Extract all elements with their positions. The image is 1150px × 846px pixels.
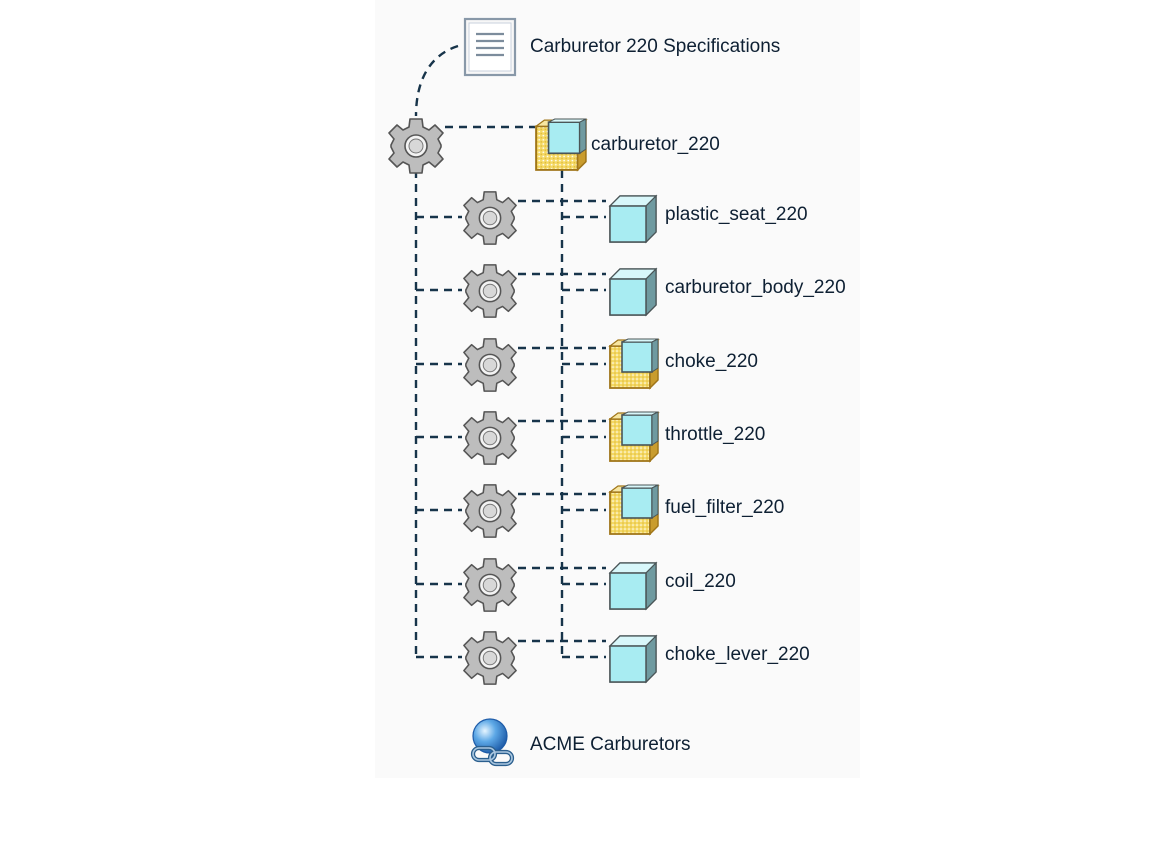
- gear-icon: [463, 191, 517, 245]
- connector-lines: [414, 44, 564, 658]
- component-label[interactable]: plastic_seat_220: [665, 204, 808, 225]
- gear-icon: [463, 264, 517, 318]
- part-icon: [609, 268, 657, 316]
- root-assembly-label[interactable]: carburetor_220: [591, 134, 720, 155]
- assembly-icon: [609, 411, 659, 462]
- part-icon: [609, 195, 657, 243]
- gear-icon: [463, 411, 517, 465]
- component-label[interactable]: throttle_220: [665, 424, 766, 445]
- gear-icon: [463, 631, 517, 685]
- supplier-label[interactable]: ACME Carburetors: [530, 734, 691, 755]
- gear-icon: [463, 558, 517, 612]
- component-label[interactable]: coil_220: [665, 571, 736, 592]
- globe-link-icon: [473, 719, 512, 764]
- assembly-icon: [609, 338, 659, 389]
- document-label[interactable]: Carburetor 220 Specifications: [530, 36, 781, 57]
- assembly-icon: [535, 118, 587, 171]
- component-label[interactable]: choke_220: [665, 351, 758, 372]
- component-label[interactable]: fuel_filter_220: [665, 497, 785, 518]
- part-icon: [609, 562, 657, 610]
- document-link-connector: [414, 44, 459, 117]
- component-label[interactable]: carburetor_body_220: [665, 277, 846, 298]
- assembly-icon: [609, 484, 659, 535]
- gear-icon: [463, 338, 517, 392]
- part-icon: [609, 635, 657, 683]
- gear-icon: [388, 118, 444, 174]
- gear-icon: [463, 484, 517, 538]
- document-icon: [463, 17, 517, 77]
- component-label[interactable]: choke_lever_220: [665, 644, 810, 665]
